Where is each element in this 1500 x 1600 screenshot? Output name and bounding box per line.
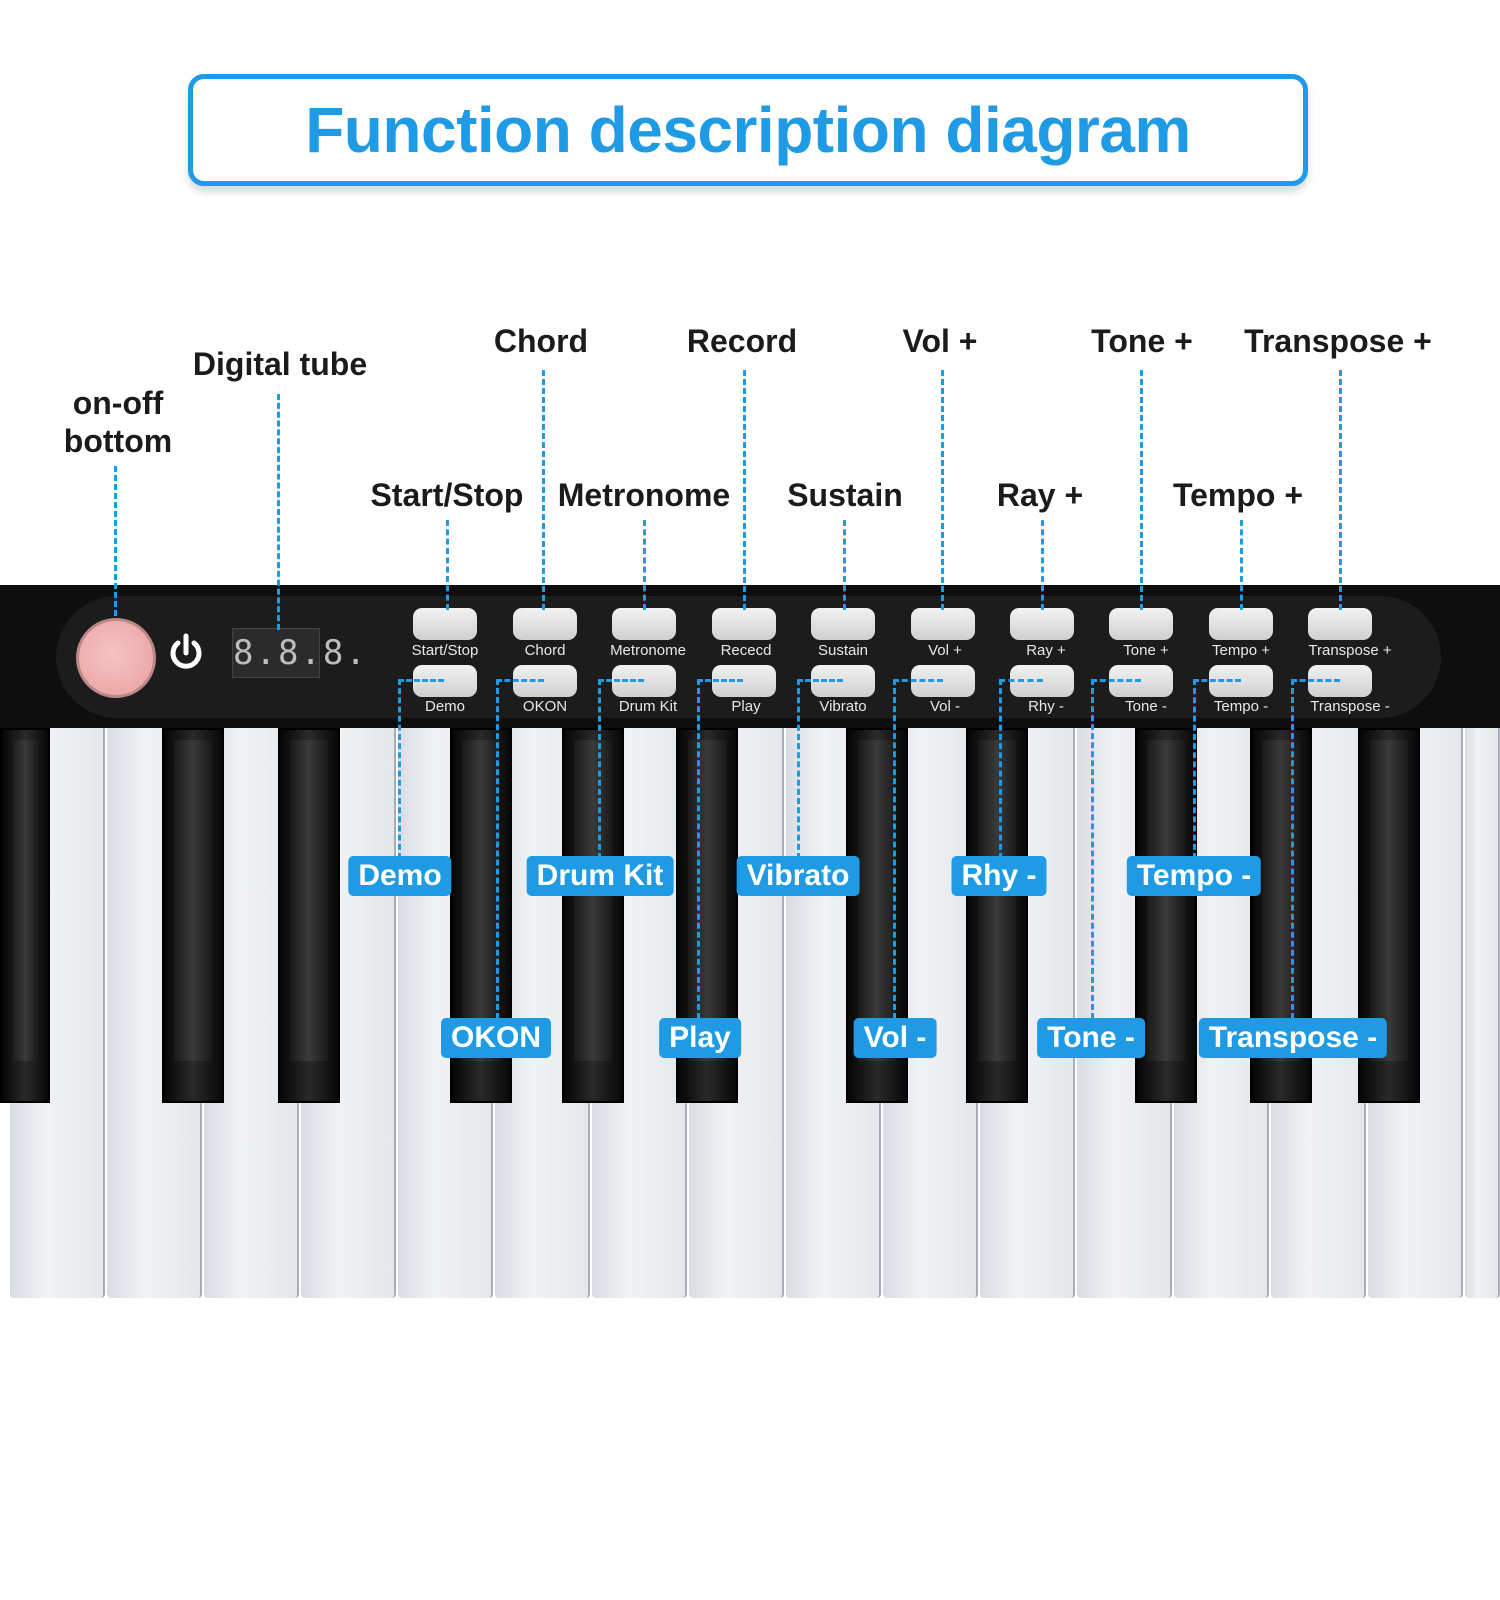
- black-key[interactable]: [562, 728, 624, 1103]
- leader-line-rhy-minus: [999, 679, 1002, 859]
- digital-tube-display: 8.8.8.: [232, 628, 366, 678]
- black-key[interactable]: [278, 728, 340, 1103]
- power-button[interactable]: [76, 618, 156, 698]
- leader-line-record: [743, 370, 746, 610]
- diagram-title: Function description diagram: [305, 94, 1191, 166]
- leader-line-drum-kit-h: [598, 679, 644, 682]
- panel-label-tempo-plus: Tempo +: [1212, 642, 1270, 659]
- leader-line-vol-plus: [941, 370, 944, 610]
- leader-line-tempo-minus: [1193, 679, 1196, 859]
- tag-rhy-minus: Rhy -: [951, 856, 1047, 896]
- panel-label-tone-minus: Tone -: [1125, 698, 1167, 715]
- callout-on-off-bottom: on-off bottom: [43, 384, 193, 460]
- vol-plus-button[interactable]: [911, 608, 975, 640]
- leader-line-okon: [496, 679, 499, 1019]
- black-key[interactable]: [1358, 728, 1420, 1103]
- callout-vol-plus: Vol +: [902, 323, 978, 359]
- leader-line-rhy-minus-h: [999, 679, 1043, 682]
- callout-record: Record: [686, 323, 798, 359]
- callout-sustain: Sustain: [787, 477, 903, 513]
- leader-line-transpose-plus: [1339, 370, 1342, 610]
- panel-label-drum-kit: Drum Kit: [618, 698, 678, 715]
- tag-tempo-minus: Tempo -: [1126, 856, 1262, 896]
- transpose-plus-button[interactable]: [1308, 608, 1372, 640]
- tag-transpose-minus: Transpose -: [1198, 1018, 1388, 1058]
- leader-line-demo-h: [398, 679, 444, 682]
- leader-line-vol-minus: [893, 679, 896, 1019]
- callout-tempo-plus: Tempo +: [1172, 477, 1304, 513]
- start-stop-button[interactable]: [413, 608, 477, 640]
- sustain-button[interactable]: [811, 608, 875, 640]
- panel-label-vibrato: Vibrato: [819, 698, 867, 715]
- black-key[interactable]: [1135, 728, 1197, 1103]
- leader-line-vibrato-h: [797, 679, 843, 682]
- panel-label-tempo-minus: Tempo -: [1213, 698, 1269, 715]
- metronome-button[interactable]: [612, 608, 676, 640]
- title-box: Function description diagram: [188, 74, 1308, 186]
- tag-tone-minus: Tone -: [1037, 1018, 1145, 1058]
- panel-label-transpose-minus: Transpose -: [1310, 698, 1390, 715]
- callout-metronome: Metronome: [557, 477, 731, 513]
- panel-label-vol-plus: Vol +: [928, 642, 962, 659]
- power-icon: [170, 633, 202, 669]
- panel-label-vol-minus: Vol -: [929, 698, 961, 715]
- panel-label-start-stop: Start/Stop: [411, 642, 479, 659]
- tempo-plus-button[interactable]: [1209, 608, 1273, 640]
- panel-label-tone-plus: Tone +: [1123, 642, 1169, 659]
- leader-line-tempo-minus-h: [1193, 679, 1241, 682]
- leader-line-play: [697, 679, 700, 1019]
- leader-line-vibrato: [797, 679, 800, 859]
- record-button[interactable]: [712, 608, 776, 640]
- tag-play: Play: [659, 1018, 741, 1058]
- panel-label-metronome: Metronome: [610, 642, 686, 659]
- panel-label-transpose-plus: Transpose +: [1308, 642, 1392, 659]
- tag-demo: Demo: [348, 856, 452, 896]
- panel-label-okon: OKON: [522, 698, 568, 715]
- tag-vol-minus: Vol -: [853, 1018, 937, 1058]
- callout-digital-tube: Digital tube: [192, 346, 368, 382]
- tag-drum-kit: Drum Kit: [526, 856, 674, 896]
- panel-label-chord: Chord: [524, 642, 566, 659]
- callout-tone-plus: Tone +: [1091, 323, 1193, 359]
- black-key[interactable]: [162, 728, 224, 1103]
- white-key[interactable]: [1465, 728, 1500, 1298]
- chord-button[interactable]: [513, 608, 577, 640]
- callout-on-off-text: on-off bottom: [63, 385, 173, 459]
- leader-line-transpose-minus-h: [1291, 679, 1340, 682]
- callout-transpose-plus: Transpose +: [1244, 323, 1432, 359]
- leader-line-drum-kit: [598, 679, 601, 859]
- panel-label-record: Rececd: [720, 642, 772, 659]
- black-key[interactable]: [966, 728, 1028, 1103]
- leader-line-tone-minus: [1091, 679, 1094, 1019]
- tone-plus-button[interactable]: [1109, 608, 1173, 640]
- leader-line-okon-h: [496, 679, 544, 682]
- leader-line-metronome: [643, 520, 646, 610]
- leader-line-digital-tube: [277, 394, 280, 630]
- leader-line-chord: [542, 370, 545, 610]
- leader-line-transpose-minus: [1291, 679, 1294, 1019]
- tag-okon: OKON: [441, 1018, 551, 1058]
- leader-line-tempo-plus: [1240, 520, 1243, 610]
- callout-start-stop: Start/Stop: [370, 477, 524, 513]
- leader-line-vol-minus-h: [893, 679, 943, 682]
- panel-label-ray-plus: Ray +: [1026, 642, 1066, 659]
- callout-chord: Chord: [493, 323, 589, 359]
- panel-label-sustain: Sustain: [817, 642, 869, 659]
- leader-line-tone-minus-h: [1091, 679, 1141, 682]
- ray-plus-button[interactable]: [1010, 608, 1074, 640]
- leader-line-start-stop: [446, 520, 449, 610]
- leader-line-tone-plus: [1140, 370, 1143, 610]
- leader-line-on-off: [114, 466, 117, 616]
- leader-line-ray-plus: [1041, 520, 1044, 610]
- callout-ray-plus: Ray +: [996, 477, 1084, 513]
- leader-line-demo: [398, 679, 401, 859]
- panel-label-play: Play: [731, 698, 761, 715]
- panel-label-demo: Demo: [424, 698, 466, 715]
- black-key[interactable]: [0, 728, 50, 1103]
- tag-vibrato: Vibrato: [736, 856, 860, 896]
- leader-line-play-h: [697, 679, 743, 682]
- leader-line-sustain: [843, 520, 846, 610]
- panel-label-rhy-minus: Rhy -: [1028, 698, 1064, 715]
